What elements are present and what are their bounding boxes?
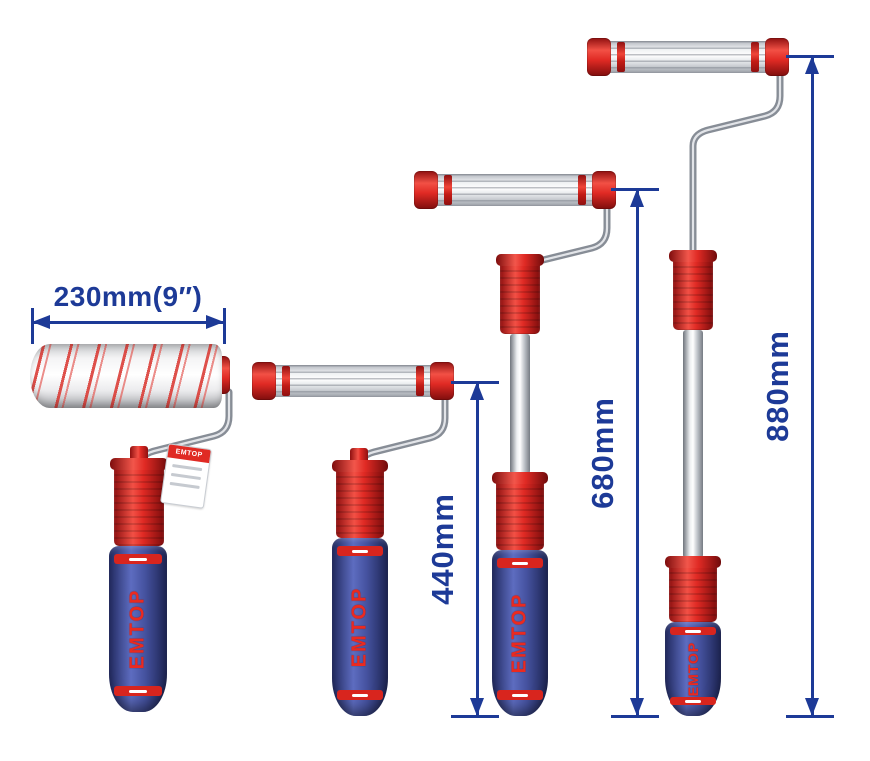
arrowhead-down-icon: [470, 698, 484, 716]
cage-end-cap-right: [751, 38, 789, 76]
roller-cover-230mm: [30, 344, 222, 408]
height-dimension-label-680: 680mm: [585, 396, 620, 509]
handle-grip-440: EMTOP: [332, 538, 388, 716]
arrowhead-up-icon: [630, 189, 644, 207]
cage-body: [430, 174, 600, 206]
band-dash: [684, 629, 702, 633]
band-dash: [129, 689, 147, 693]
band-dash: [684, 699, 702, 703]
cage-end-cap-left: [414, 171, 452, 209]
tag-text-line: [172, 464, 203, 472]
band-dash: [351, 693, 369, 697]
pole-grip-680: [496, 254, 544, 334]
roller-cage-880: [587, 38, 789, 76]
handle-grip-covered: EMTOP: [109, 546, 167, 712]
handle-grip-680: EMTOP: [492, 550, 548, 716]
tag-text-line: [170, 472, 201, 481]
grip-band-top: [114, 554, 162, 564]
tag-text-line: [169, 481, 200, 489]
cage-body: [268, 365, 438, 397]
handle-collar-440: [332, 460, 388, 538]
brand-label-880: EMTOP: [685, 641, 701, 697]
band-dash: [129, 557, 147, 561]
cage-end-cap-left: [252, 362, 290, 400]
grip-band-bottom: [114, 686, 162, 696]
pole-grip-880: [669, 250, 717, 330]
brand-label-covered: EMTOP: [126, 588, 149, 670]
arrowhead-down-icon: [630, 698, 644, 716]
cage-end-cap-right: [416, 362, 454, 400]
roller-cage-440: [252, 362, 454, 400]
grip-band-bottom: [670, 697, 716, 705]
dimension-tick: [222, 308, 226, 344]
grip-band-bottom: [497, 690, 543, 700]
extension-pole-680: [510, 334, 530, 474]
cage-end-cap-left: [587, 38, 625, 76]
grip-band-top: [670, 627, 716, 635]
grip-band-top: [337, 546, 383, 556]
arrowhead-right-icon: [206, 315, 224, 329]
handle-collar-covered: [110, 458, 168, 546]
product-tag: EMTOP: [160, 443, 212, 509]
handle-collar-680: [492, 472, 548, 550]
cage-body: [603, 41, 773, 73]
dimension-tick: [451, 714, 499, 718]
band-dash: [351, 549, 369, 553]
height-dimension-label-440: 440mm: [425, 493, 460, 605]
band-dash: [511, 561, 529, 565]
grip-band-top: [497, 558, 543, 568]
height-dimension-label-880: 880mm: [760, 330, 795, 442]
brand-label-440: EMTOP: [348, 586, 371, 668]
handle-collar-880: [665, 556, 721, 622]
band-dash: [511, 693, 529, 697]
width-dimension-label: 230mm(9″): [53, 281, 203, 312]
handle-grip-880: EMTOP: [665, 622, 721, 716]
extension-pole-880: [683, 330, 703, 558]
arrowhead-left-icon: [32, 315, 50, 329]
arrowhead-up-icon: [805, 56, 819, 74]
dimension-tick: [611, 714, 659, 718]
frame-wire-880-shine: [691, 72, 782, 290]
roller-cage-680: [414, 171, 616, 209]
dimension-tick: [786, 714, 834, 718]
grip-band-bottom: [337, 690, 383, 700]
arrowhead-up-icon: [470, 382, 484, 400]
arrowhead-down-icon: [805, 698, 819, 716]
brand-label-680: EMTOP: [508, 592, 531, 674]
